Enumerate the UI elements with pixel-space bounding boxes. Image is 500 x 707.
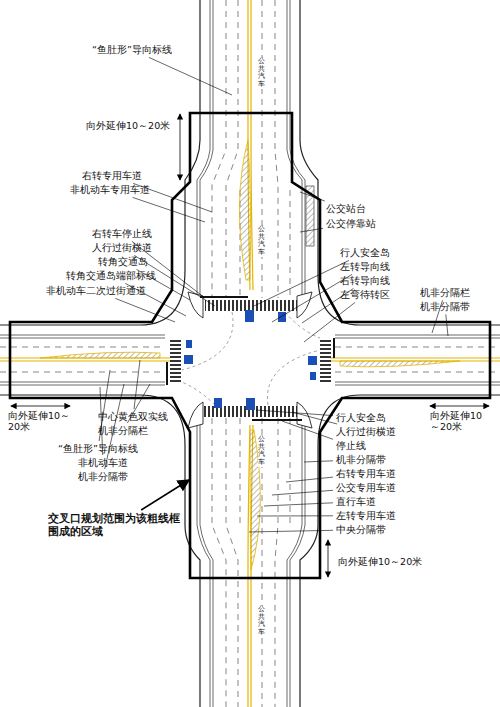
planning-boundary <box>10 113 490 578</box>
dimension-arrows <box>11 114 489 577</box>
leader-line <box>134 360 140 409</box>
note-text: 交叉口规划范围为该粗线框围成的区域 <box>48 512 188 537</box>
leader-line <box>115 298 175 322</box>
leader-line <box>264 503 333 506</box>
callout-label: 中心黄色双实线 <box>98 411 168 422</box>
leader-line <box>272 490 333 495</box>
callout-label: 机非分隔带 <box>420 301 470 312</box>
leader-line <box>286 477 333 482</box>
callout-label: 非机动车二次过街通道 <box>46 285 146 296</box>
leader-line <box>292 412 337 424</box>
callout-label: 左转专用车道 <box>336 510 396 521</box>
callout-label: 机非分隔带 <box>78 471 128 482</box>
callout-label: “鱼肚形”导向标线 <box>92 44 172 55</box>
guide-lines <box>182 312 320 405</box>
stop-lines <box>167 297 334 420</box>
callout-label: 向外延伸10～20米 <box>86 120 170 131</box>
callout-label: 右转专用车道 <box>82 170 142 181</box>
callout-label: 人行过街横道 <box>336 426 396 437</box>
callout-label: 左弯待转区 <box>340 289 390 300</box>
callout-label: 机非分隔带 <box>336 454 386 465</box>
callout-label: 公交站台 <box>326 203 366 214</box>
callout-label: 非机动车道 <box>78 457 128 468</box>
lane-text: 公共汽车 <box>258 226 265 257</box>
callout-label: 公交停靠站 <box>326 218 376 229</box>
leader-line <box>304 302 355 342</box>
callout-label: 公交专用车道 <box>336 482 396 493</box>
leader-line <box>249 530 333 532</box>
lane-text: 公共汽车 <box>258 606 265 637</box>
callout-label: 人行过街横道 <box>92 242 152 253</box>
callout-label: 行人安全岛 <box>336 412 386 423</box>
leader-line <box>304 461 333 462</box>
lane-text: 公共汽车 <box>258 58 265 89</box>
callout-label: 机非分隔栏 <box>420 287 470 298</box>
callout-label: 行人安全岛 <box>340 247 390 258</box>
leader-line <box>133 197 205 222</box>
callout-label: 机非分隔栏 <box>98 425 148 436</box>
leader-line <box>446 314 448 336</box>
pointer-arrow <box>141 480 189 510</box>
stop-markers <box>184 310 317 410</box>
lane-text: 公共汽车 <box>258 436 265 467</box>
callout-label: 停止线 <box>336 440 366 451</box>
callout-label: 转角交通岛端部标线 <box>66 270 156 281</box>
callout-label: 右转专用车道 <box>336 468 396 479</box>
leader-line <box>300 192 325 201</box>
leader-line <box>149 57 232 95</box>
crosswalks <box>170 300 331 417</box>
leader-line <box>254 260 349 306</box>
callout-label: 右转导向线 <box>340 275 390 286</box>
leader-line <box>300 228 323 232</box>
callout-label: “鱼肚形”导向标线 <box>58 443 138 454</box>
leader-line <box>257 515 333 516</box>
callout-label: 左转导向线 <box>340 261 390 272</box>
callout-label: 中央分隔带 <box>336 524 386 535</box>
callout-label: 非机动车专用车道 <box>70 184 150 195</box>
fish-belly-marking <box>40 140 460 570</box>
callout-label: 右转车停止线 <box>92 228 152 239</box>
callout-label: 向外延伸10～20米 <box>338 556 422 567</box>
callout-label: 向外延伸10～20米 <box>430 410 492 433</box>
callout-label: 直行车道 <box>336 496 376 507</box>
callout-label: 向外延伸10～20米 <box>8 410 72 433</box>
leader-line <box>282 421 333 439</box>
callout-label: 转角交通岛 <box>98 256 148 267</box>
